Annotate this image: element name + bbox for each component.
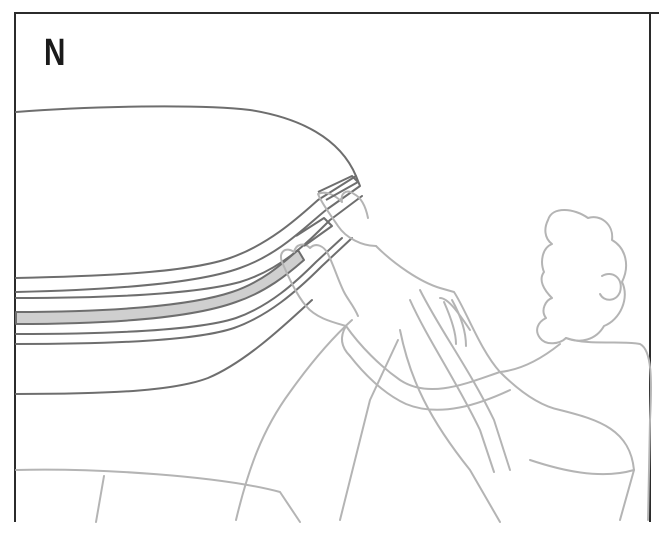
trim-strip-highlight bbox=[16, 250, 304, 324]
worker-figure bbox=[281, 192, 651, 520]
worker-torso bbox=[500, 344, 634, 520]
body-contour-2 bbox=[96, 476, 104, 522]
worker-ear bbox=[600, 274, 621, 300]
step-letter-label: N bbox=[44, 34, 65, 72]
worker-shoulder bbox=[566, 338, 651, 520]
worker-back-lower bbox=[530, 460, 634, 474]
worker-head bbox=[537, 210, 626, 343]
roof-shell bbox=[16, 106, 362, 394]
body-contour-5 bbox=[400, 330, 500, 522]
worker-forearm-front-lower bbox=[350, 356, 510, 410]
body-contour-4 bbox=[340, 340, 398, 520]
worker-strap bbox=[420, 290, 510, 470]
roof-top-outline bbox=[16, 106, 356, 176]
vehicle-body bbox=[16, 320, 500, 522]
body-contour-1 bbox=[16, 470, 300, 522]
roof-layer-1 bbox=[16, 176, 360, 292]
